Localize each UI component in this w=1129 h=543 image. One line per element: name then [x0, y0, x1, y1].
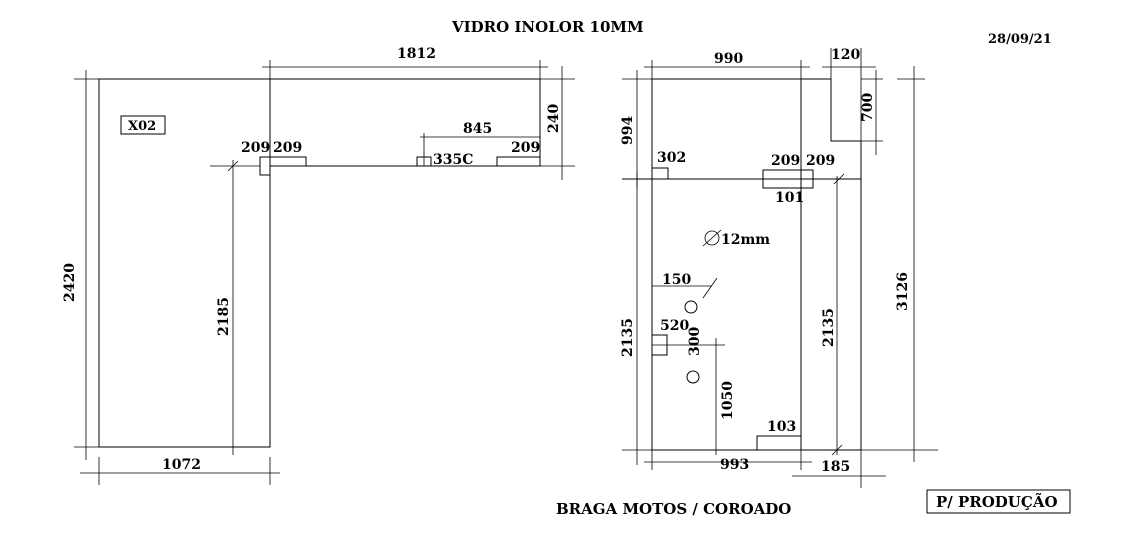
- notch-101-label: 101: [775, 190, 804, 206]
- notch-right: [496, 156, 541, 167]
- notch-left-label-a: 209: [241, 140, 270, 156]
- dim-3126: 3126: [895, 272, 911, 311]
- dim-185: 185: [821, 459, 850, 475]
- production-stamp-box: [926, 489, 1071, 514]
- dim-tick-2185: [227, 160, 239, 172]
- dim-1050: 1050: [720, 381, 736, 420]
- dim-520: 520: [660, 318, 689, 334]
- notch-103: [756, 435, 802, 451]
- dim-tick-150: [702, 277, 718, 299]
- diameter-icon: [702, 229, 722, 247]
- dim-2135-right: 2135: [821, 308, 837, 347]
- dim-990: 990: [714, 51, 743, 67]
- dim-240: 240: [546, 104, 562, 133]
- notch-left-label-b: 209: [273, 140, 302, 156]
- drawing-title: VIDRO INOLOR 10MM: [451, 18, 644, 36]
- left-piece: X02 1812 240 845 209 209 335C 209 2420: [62, 46, 575, 485]
- dim-845: 845: [463, 121, 492, 137]
- dim-150: 150: [662, 272, 691, 288]
- dim-2135-left: 2135: [620, 318, 636, 357]
- dim-120: 120: [831, 47, 860, 63]
- right-piece: 990 120 700 994 302 209 209 101 12mm 15: [620, 47, 938, 488]
- notch-center: [762, 169, 814, 189]
- notch-corner: [259, 156, 271, 176]
- piece-id-label: X02: [128, 119, 156, 134]
- drawing-date: 28/09/21: [988, 32, 1052, 47]
- notch-103-label: 103: [767, 419, 796, 435]
- client-label: BRAGA MOTOS / COROADO: [556, 500, 791, 518]
- dim-tick-2135-right: [831, 444, 843, 456]
- notch-right-label: 209: [511, 140, 540, 156]
- dim-993: 993: [720, 457, 749, 473]
- notch-302-label: 302: [657, 150, 686, 166]
- notch-mid: [416, 156, 432, 167]
- hole-lower: [686, 370, 700, 384]
- notch-mid-label: 335C: [433, 152, 473, 168]
- notch-302: [651, 167, 669, 180]
- dim-2420: 2420: [62, 263, 78, 302]
- dim-1812: 1812: [397, 46, 436, 62]
- dim-300: 300: [687, 327, 703, 356]
- production-stamp: P/ PRODUÇÃO: [936, 492, 1058, 511]
- hole-upper: [684, 300, 698, 314]
- dim-tick-209: [833, 173, 845, 185]
- notch-left: [269, 156, 307, 167]
- piece-id-box: [120, 115, 166, 135]
- notch-209a-label: 209: [771, 153, 800, 169]
- dim-994: 994: [620, 116, 636, 145]
- dim-2185: 2185: [216, 297, 232, 336]
- notch-209b-label: 209: [806, 153, 835, 169]
- dim-700: 700: [860, 93, 876, 122]
- right-piece-outline: [651, 78, 862, 451]
- hole-diameter-label: 12mm: [721, 232, 770, 248]
- dim-1072: 1072: [162, 457, 201, 473]
